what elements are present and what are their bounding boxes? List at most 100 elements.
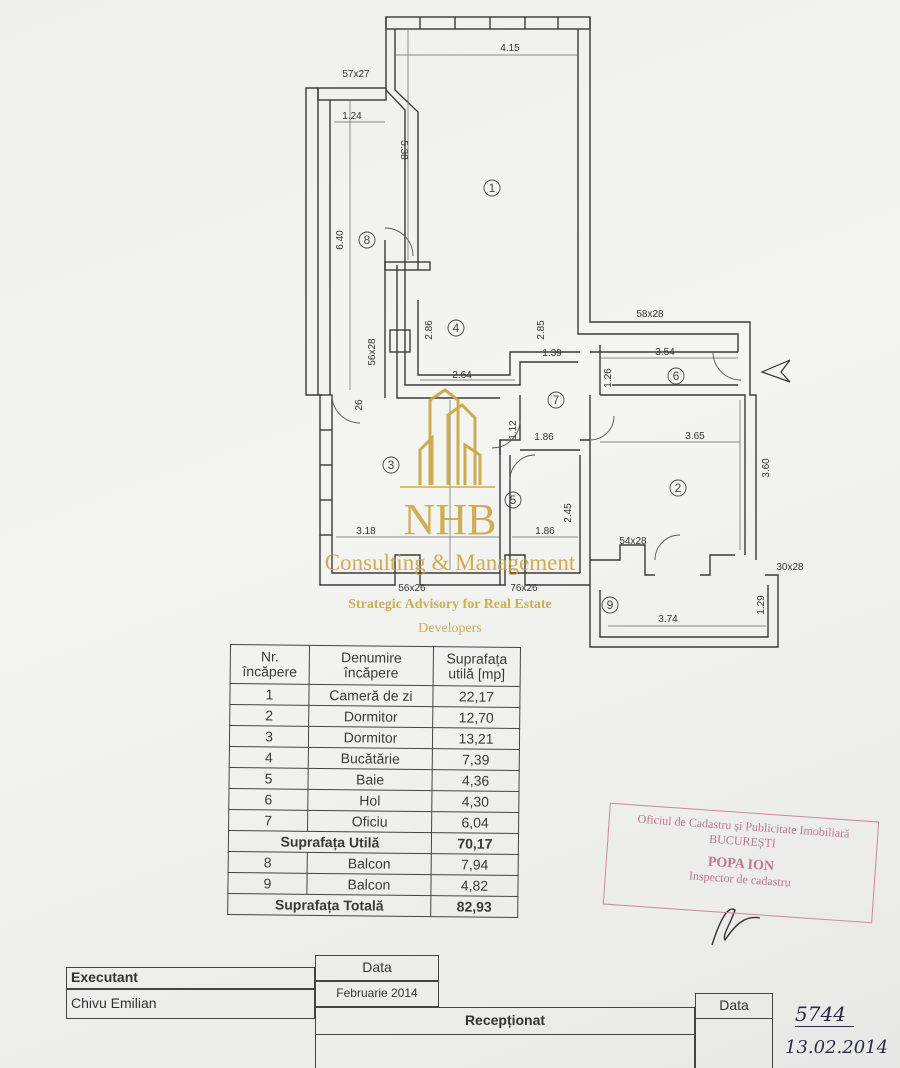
dim-label: 3.54: [655, 347, 675, 358]
dimension-labels: 4.15 57x27 1.24 5.38 6.40 2.86 2.85 58x2…: [335, 43, 804, 625]
watermark-line3: Developers: [418, 621, 482, 636]
dim-label: 56x28: [367, 338, 378, 366]
doors: [331, 227, 742, 561]
subtotal-value: 70,17: [431, 832, 519, 855]
dim-label: 2.64: [452, 370, 472, 381]
dim-label: 76x26: [510, 583, 538, 594]
cell-name: Balcon: [307, 852, 432, 875]
watermark-line1: Consulting & Management: [324, 550, 576, 575]
dim-label: 1.86: [534, 432, 554, 443]
cell-nr: 2: [229, 704, 309, 727]
header-name: Denumire încăpere: [309, 645, 434, 686]
cell-area: 4,36: [431, 769, 520, 792]
cell-nr: 9: [227, 872, 308, 895]
subtotal-label: Suprafața Utilă: [228, 830, 432, 854]
rooms-area-table: Nr. încăpere Denumire încăpere Suprafața…: [227, 644, 521, 918]
cell-area: 6,04: [431, 811, 519, 834]
window-top: [385, 16, 591, 30]
dim-label: 2.86: [424, 320, 435, 340]
signature: [711, 908, 761, 946]
room-number: 2: [675, 481, 682, 495]
cell-area: 7,39: [432, 748, 520, 771]
dim-label: 30x28: [776, 562, 804, 573]
cell-nr: 7: [228, 809, 308, 832]
dim-label: 58x28: [636, 309, 664, 320]
header-nr: Nr. încăpere: [230, 644, 310, 685]
room-number: 3: [388, 458, 395, 472]
cell-area: 4,82: [430, 874, 519, 897]
dimension-lines: [334, 30, 766, 627]
receptionat-label: Recepționat: [315, 1007, 695, 1035]
room-number: 6: [673, 369, 680, 383]
receptionat-data-label: Data: [695, 993, 773, 1019]
room-number: 7: [553, 393, 560, 407]
cell-nr: 1: [229, 683, 310, 706]
cell-name: Balcon: [306, 873, 432, 896]
handwritten-date: 13.02.2014: [785, 1037, 889, 1058]
header-area: Suprafața utilă [mp]: [433, 646, 521, 687]
dim-label: 6.40: [335, 230, 346, 250]
cell-name: Baie: [307, 768, 433, 791]
cell-name: Bucătărie: [308, 747, 433, 770]
room-number: 8: [364, 233, 371, 247]
cell-area: 22,17: [432, 685, 521, 708]
watermark-line2: Strategic Advisory for Real Estate: [348, 597, 552, 612]
dim-label: 54x28: [619, 536, 647, 547]
room-number: 9: [607, 598, 614, 612]
dim-label: 56x26: [398, 583, 426, 594]
dim-label: 57x27: [342, 69, 370, 80]
cell-area: 13,21: [432, 727, 520, 750]
table-header: Nr. încăpere Denumire încăpere Suprafața…: [230, 644, 521, 687]
cell-area: 4,30: [431, 790, 519, 813]
room-number: 4: [453, 321, 460, 335]
nhb-logo-icon: [400, 388, 495, 488]
dim-label: 2.45: [563, 503, 574, 523]
cell-area: 12,70: [432, 706, 520, 729]
dim-label: 1.26: [603, 368, 614, 388]
cell-nr: 3: [229, 725, 309, 748]
watermark-brand: NHB: [403, 495, 497, 544]
cell-name: Hol: [307, 789, 432, 812]
handwritten-number: 5744: [795, 1002, 854, 1027]
cell-name: Dormitor: [308, 726, 433, 749]
cell-nr: 5: [228, 767, 309, 790]
data-value: Februarie 2014: [315, 981, 439, 1007]
dim-label: 5.38: [398, 140, 409, 160]
dim-label: 3.65: [685, 431, 705, 442]
dim-label: 3.60: [761, 458, 772, 478]
dim-label: 1.86: [535, 526, 555, 537]
total-value: 82,93: [430, 895, 518, 918]
executant-label: Executant: [66, 967, 315, 989]
room-markers: 1 2 3 4 5 6 7 8 9: [358, 179, 687, 614]
dim-label: 2.85: [536, 320, 547, 340]
dim-label: 1.29: [756, 595, 767, 615]
dim-label: 1.39: [542, 348, 562, 359]
cell-name: Cameră de zi: [308, 684, 434, 707]
data-label: Data: [315, 955, 439, 981]
cell-nr: 6: [228, 788, 308, 811]
dim-label: 26: [354, 399, 365, 411]
cell-name: Dormitor: [308, 705, 433, 728]
cell-name: Oficiu: [307, 810, 432, 833]
cell-nr: 8: [228, 851, 308, 874]
room-number: 1: [489, 181, 496, 195]
executant-name: Chivu Emilian: [66, 989, 315, 1019]
dim-label: 3.18: [356, 526, 376, 537]
walls: [305, 16, 779, 648]
entrance-arrow-icon: [760, 359, 791, 383]
cell-area: 7,94: [431, 853, 519, 876]
receptionat-field: [315, 1035, 695, 1068]
cadastre-stamp: Oficiul de Cadastru și Publicitate Imobi…: [602, 802, 880, 924]
receptionat-data-field: [695, 1019, 773, 1068]
